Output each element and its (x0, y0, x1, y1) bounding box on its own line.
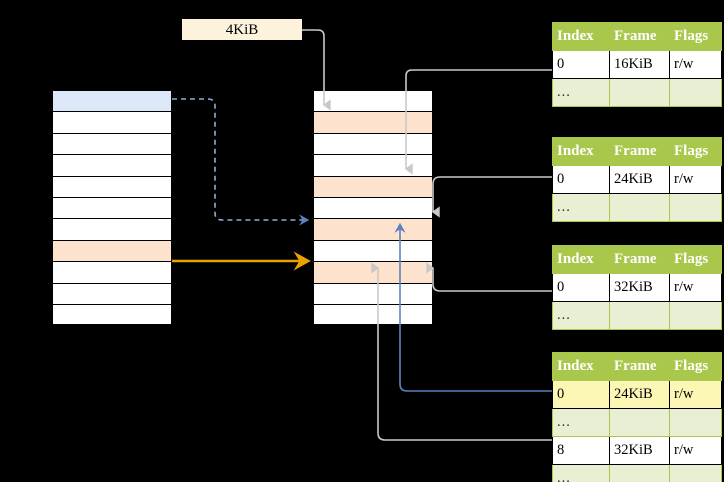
page-table-1: Index Frame Flags 0 16KiB r/w ... (552, 22, 722, 107)
table-row-ellipsis: ... (552, 408, 722, 437)
cell-flags: r/w (669, 380, 722, 409)
virtual-page-cell-0 (52, 90, 172, 112)
column-header-flags: Flags (669, 352, 722, 381)
page-table-2: Index Frame Flags 0 24KiB r/w ... (552, 137, 722, 222)
virtual-page-cell-4 (52, 175, 172, 197)
cell-index: ... (552, 193, 610, 222)
cell-index: 8 (552, 436, 610, 465)
cell-flags: r/w (669, 273, 722, 302)
table-row: 8 32KiB r/w (552, 436, 722, 465)
cell-frame: 16KiB (609, 50, 670, 79)
cell-frame (609, 193, 670, 222)
table-header-row: Index Frame Flags (552, 137, 722, 166)
physical-frame-cell-8 (313, 261, 433, 283)
column-header-index: Index (552, 22, 610, 51)
cell-index: 0 (552, 380, 610, 409)
column-header-frame: Frame (609, 352, 670, 381)
cell-flags (669, 193, 722, 222)
cell-flags: r/w (669, 436, 722, 465)
cell-index: ... (552, 78, 610, 107)
column-header-flags: Flags (669, 245, 722, 274)
page-table-3: Index Frame Flags 0 32KiB r/w ... (552, 245, 722, 330)
table-row: 0 32KiB r/w (552, 273, 722, 302)
virtual-page-cell-8 (52, 261, 172, 283)
cell-frame (609, 464, 670, 482)
cell-frame (609, 301, 670, 330)
physical-frame-cell-9 (313, 282, 433, 304)
column-header-index: Index (552, 352, 610, 381)
cell-frame: 32KiB (609, 273, 670, 302)
column-header-frame: Frame (609, 245, 670, 274)
virtual-page-cell-3 (52, 154, 172, 176)
virtual-page-cell-1 (52, 111, 172, 133)
cell-index: ... (552, 408, 610, 437)
virtual-page-cell-2 (52, 132, 172, 155)
wire-table2-to-frame (431, 176, 552, 218)
cell-index: ... (552, 464, 610, 482)
cell-frame (609, 408, 670, 437)
cell-index: 0 (552, 50, 610, 79)
cell-flags (669, 301, 722, 330)
cell-flags (669, 408, 722, 437)
column-header-index: Index (552, 137, 610, 166)
virtual-address-space-column (52, 90, 172, 326)
cell-index: 0 (552, 165, 610, 194)
table-header-row: Index Frame Flags (552, 245, 722, 274)
cell-index: 0 (552, 273, 610, 302)
cell-flags (669, 464, 722, 482)
physical-frame-cell-3 (313, 154, 433, 176)
cell-index: ... (552, 301, 610, 330)
cell-frame: 24KiB (609, 165, 670, 194)
virtual-page-cell-7 (52, 239, 172, 262)
column-header-frame: Frame (609, 22, 670, 51)
column-header-flags: Flags (669, 137, 722, 166)
column-header-index: Index (552, 245, 610, 274)
virtual-page-cell-6 (52, 218, 172, 240)
table-header-row: Index Frame Flags (552, 22, 722, 51)
physical-frame-cell-10 (313, 303, 433, 326)
physical-frame-cell-2 (313, 132, 433, 155)
page-size-label: 4KiB (182, 19, 302, 40)
physical-frame-cell-1 (313, 111, 433, 133)
cell-flags (669, 78, 722, 107)
table-row-highlighted: 0 24KiB r/w (552, 380, 722, 409)
table-row-ellipsis: ... (552, 78, 722, 107)
table-row: 0 24KiB r/w (552, 165, 722, 194)
table-row-ellipsis: ... (552, 193, 722, 222)
wire-table3-to-frame (426, 262, 552, 292)
cell-frame: 32KiB (609, 436, 670, 465)
physical-frame-cell-7 (313, 239, 433, 262)
cell-frame (609, 78, 670, 107)
cell-frame: 24KiB (609, 380, 670, 409)
cell-flags: r/w (669, 50, 722, 79)
table-row-ellipsis: ... (552, 464, 722, 482)
cell-flags: r/w (669, 165, 722, 194)
table-header-row: Index Frame Flags (552, 352, 722, 381)
table-row: 0 16KiB r/w (552, 50, 722, 79)
wire-virtual-page-to-frame-dashed (172, 98, 310, 226)
virtual-page-cell-5 (52, 196, 172, 219)
column-header-frame: Frame (609, 137, 670, 166)
physical-frame-cell-4 (313, 175, 433, 197)
page-table-4: Index Frame Flags 0 24KiB r/w ... 8 32Ki… (552, 352, 722, 482)
physical-memory-column (313, 90, 433, 326)
virtual-page-cell-9 (52, 282, 172, 304)
column-header-flags: Flags (669, 22, 722, 51)
physical-frame-cell-6 (313, 218, 433, 240)
virtual-page-cell-10 (52, 303, 172, 326)
physical-frame-cell-5 (313, 196, 433, 219)
table-row-ellipsis: ... (552, 301, 722, 330)
physical-frame-cell-0 (313, 90, 433, 112)
